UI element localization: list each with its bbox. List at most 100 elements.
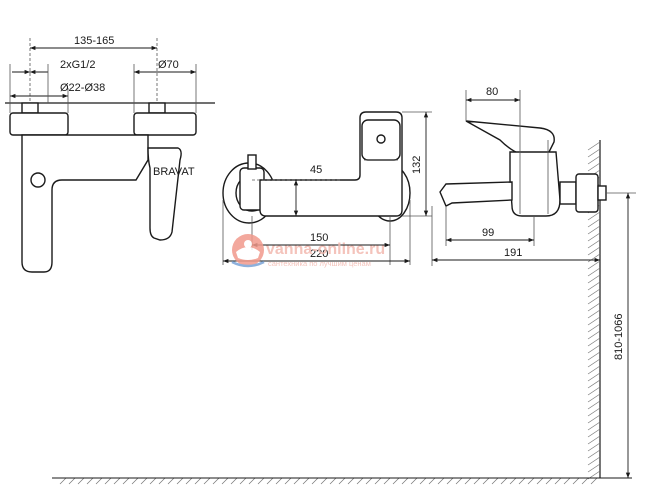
hatch-stroke [587,358,601,368]
floor-hatch-stroke [383,477,391,485]
floor-hatch-stroke [545,477,553,485]
floor-hatch-stroke [185,477,193,485]
floor-hatch-stroke [473,477,481,485]
floor-hatch-stroke [221,477,229,485]
floor-hatch-stroke [293,477,301,485]
floor-hatch-stroke [68,477,76,485]
dim-offset: 45 [310,164,322,176]
hatch-stroke [587,421,601,431]
brand-label: BRAVAT [153,166,195,178]
hatch-stroke [587,337,601,347]
hatch-stroke [587,246,601,256]
floor-hatch-stroke [518,477,526,485]
floor-hatch-stroke [320,477,328,485]
floor-hatch-stroke [392,477,400,485]
hatch-stroke [587,295,601,305]
hatch-stroke [587,379,601,389]
floor-hatch-stroke [401,477,409,485]
hatch-stroke [587,309,601,319]
hatch-stroke [587,288,601,298]
hatch-stroke [587,155,601,165]
dim-centers: 135-165 [74,35,114,47]
floor-hatch-stroke [338,477,346,485]
floor-hatch-stroke [284,477,292,485]
dim-lever-length: 80 [486,86,498,98]
floor-hatch-stroke [500,477,508,485]
dim-body-length: 150 [310,232,328,244]
floor-hatch-stroke [230,477,238,485]
watermark-logo [231,234,265,268]
floor-hatch-stroke [410,477,418,485]
floor-hatch-stroke [311,477,319,485]
floor-hatch-stroke [167,477,175,485]
floor-hatch-stroke [257,477,265,485]
floor-hatch-stroke [158,477,166,485]
dim-spout-reach: 99 [482,227,494,239]
floor-hatch-stroke [590,477,598,485]
hatch-stroke [587,435,601,445]
hatch-stroke [587,211,601,221]
front-view: BRAVAT 135-165 2xG1/2 Ø22-Ø38 Ø70 [5,35,215,273]
dim-height: 132 [411,156,423,174]
dim-connection: 2xG1/2 [60,59,95,71]
hatch-stroke [587,316,601,326]
floor-hatch-stroke [419,477,427,485]
floor-hatch-stroke [365,477,373,485]
floor-hatch-stroke [374,477,382,485]
hatch-stroke [587,232,601,242]
hatch-stroke [587,302,601,312]
hatch-stroke [587,449,601,459]
hatch-stroke [587,344,601,354]
hatch-stroke [587,267,601,277]
watermark-tagline: сантехника по лучшим ценам [268,259,371,268]
floor-hatch-stroke [536,477,544,485]
hatch-stroke [587,323,601,333]
hatch-stroke [587,274,601,284]
hatch-stroke [587,393,601,403]
floor-hatch-stroke [266,477,274,485]
floor-hatch-stroke [455,477,463,485]
hatch-stroke [587,330,601,340]
floor-hatch-stroke [86,477,94,485]
floor-hatch-stroke [248,477,256,485]
hatch-stroke [587,225,601,235]
floor-hatch-stroke [212,477,220,485]
dim-rosette-diameter: Ø70 [158,59,179,71]
hatch-stroke [587,162,601,172]
floor-hatch-stroke [509,477,517,485]
dim-pipe-diameter: Ø22-Ø38 [60,82,105,94]
hatch-stroke [587,218,601,228]
floor-hatch-stroke [356,477,364,485]
floor-hatch-stroke [275,477,283,485]
side-view: 132 45 150 220 [222,111,432,265]
hatch-stroke [587,414,601,424]
floor-hatch-stroke [122,477,130,485]
dim-total-length: 220 [310,248,328,260]
floor-hatch-stroke [95,477,103,485]
floor-hatch-stroke [428,477,436,485]
floor-hatch-stroke [563,477,571,485]
floor-hatch-stroke [554,477,562,485]
dim-mount-height: 810-1066 [613,314,625,361]
watermark: vanna-online.ru сантехника по лучшим цен… [231,234,385,268]
floor-hatch-stroke [104,477,112,485]
floor-hatch-stroke [203,477,211,485]
floor-hatch-stroke [131,477,139,485]
hatch-stroke [587,239,601,249]
hatch-stroke [587,365,601,375]
hatch-stroke [587,456,601,466]
floor-hatch-stroke [527,477,535,485]
floor-hatch-stroke [194,477,202,485]
hatch-stroke [587,428,601,438]
hatch-stroke [587,372,601,382]
hatch-stroke [587,281,601,291]
floor-hatch-stroke [437,477,445,485]
profile-view: 80 99 191 810-1066 [52,86,636,485]
floor-hatch-stroke [113,477,121,485]
hatch-stroke [587,407,601,417]
floor-hatch-stroke [482,477,490,485]
dim-projection: 191 [504,247,522,259]
floor-hatch-stroke [446,477,454,485]
floor-hatch-stroke [464,477,472,485]
